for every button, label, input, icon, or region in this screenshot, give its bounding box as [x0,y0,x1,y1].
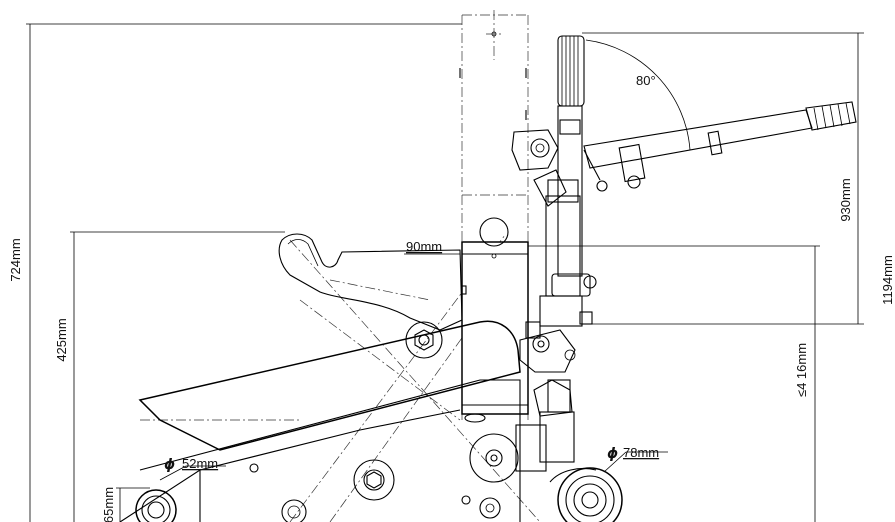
dia-78-symbol: ϕ [607,446,618,462]
arm-pivot-nut [414,329,434,351]
pivot-main [469,433,519,483]
front-wheel [135,465,226,522]
rear-wheel [549,451,668,522]
chassis-frame [119,320,521,522]
dim-425-lines [70,231,285,522]
dim-416-lines [526,245,820,522]
lifting-arm [278,233,463,359]
dim-416-label: ≤4 16mm [794,343,809,397]
handle-bracket [511,129,567,207]
tilted-handle [583,101,857,192]
dim-724-lines [26,23,462,522]
arm-pivot-outer [405,321,443,359]
main-cylinder [461,217,529,423]
dim-1194-label: 1194mm [880,255,895,305]
frame-bolt [353,459,395,501]
detail-marks [459,31,527,120]
dim-930-label: 930mm [838,178,853,221]
dia-52-label: 52mm [182,456,218,471]
angle-80-arc [585,39,691,151]
dia-78-label: 78mm [623,445,659,460]
dim-90-label: 90mm [406,239,442,254]
dim-724-label: 724mm [8,238,23,281]
dim-425-label: 425mm [54,318,69,361]
dim-65-label: 65mm [101,487,116,522]
dia-52-symbol: ϕ [164,457,175,473]
dim-930-lines [582,32,864,325]
pump-assembly [515,35,597,472]
angle-80-label: 80° [636,73,656,88]
dim-65-lines [116,487,150,522]
